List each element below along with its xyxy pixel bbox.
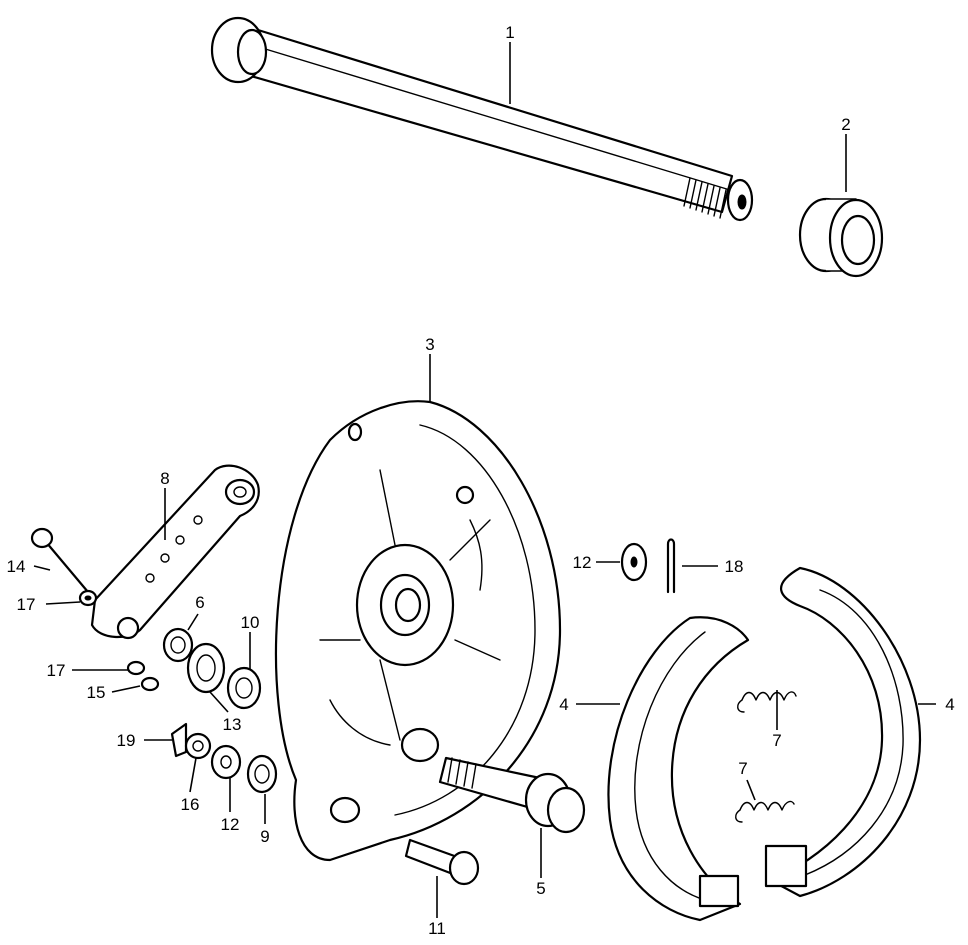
callout-2: 2 [841, 115, 850, 134]
callout-12-upper: 12 [573, 553, 592, 572]
callout-1: 1 [505, 23, 514, 42]
callout-6: 6 [195, 593, 204, 612]
wear-indicator-plate [162, 627, 194, 663]
nut-16 [184, 732, 212, 760]
callout-4-left: 4 [559, 695, 568, 714]
washer-12-lower [210, 744, 242, 780]
cotter-pin-18 [666, 538, 676, 594]
seal-10 [226, 666, 262, 710]
leader-lines [33, 42, 936, 918]
bolt-11 [404, 838, 480, 886]
callout-10: 10 [241, 613, 260, 632]
brake-shoe-right [764, 566, 922, 898]
nut-15 [140, 676, 160, 692]
callout-5: 5 [536, 879, 545, 898]
brake-cam [438, 756, 586, 834]
callout-3: 3 [425, 335, 434, 354]
axle-collar [798, 197, 884, 278]
pin-19 [170, 722, 188, 758]
callout-11: 11 [428, 919, 446, 938]
callout-9: 9 [260, 827, 269, 846]
callout-labels: 1 2 3 4 4 5 6 7 7 8 9 10 11 12 12 13 14 … [7, 23, 955, 938]
callout-18: 18 [725, 557, 744, 576]
shoe-spring-upper [737, 691, 797, 713]
callout-12-lower: 12 [221, 815, 240, 834]
seal-9 [246, 754, 278, 794]
arm-bolt [30, 527, 90, 594]
callout-16: 16 [181, 795, 200, 814]
callout-7-lower: 7 [738, 759, 747, 778]
callout-15: 15 [87, 683, 106, 702]
axle [210, 16, 754, 222]
callout-17-upper: 17 [17, 595, 36, 614]
callout-7-upper: 7 [772, 731, 781, 750]
brake-shoe-left [607, 616, 750, 922]
washer-12-upper [620, 542, 648, 582]
callout-19: 19 [117, 731, 136, 750]
callout-13: 13 [223, 715, 242, 734]
washer-17-lower [126, 660, 146, 676]
shoe-spring-lower [735, 800, 795, 823]
brake-panel [274, 400, 562, 862]
seal-13 [186, 642, 226, 694]
washer-17-upper [78, 589, 98, 607]
brake-arm [90, 464, 260, 640]
callout-4-right: 4 [945, 695, 954, 714]
callout-14: 14 [7, 557, 26, 576]
callout-8: 8 [160, 469, 169, 488]
callout-17-lower: 17 [47, 661, 66, 680]
